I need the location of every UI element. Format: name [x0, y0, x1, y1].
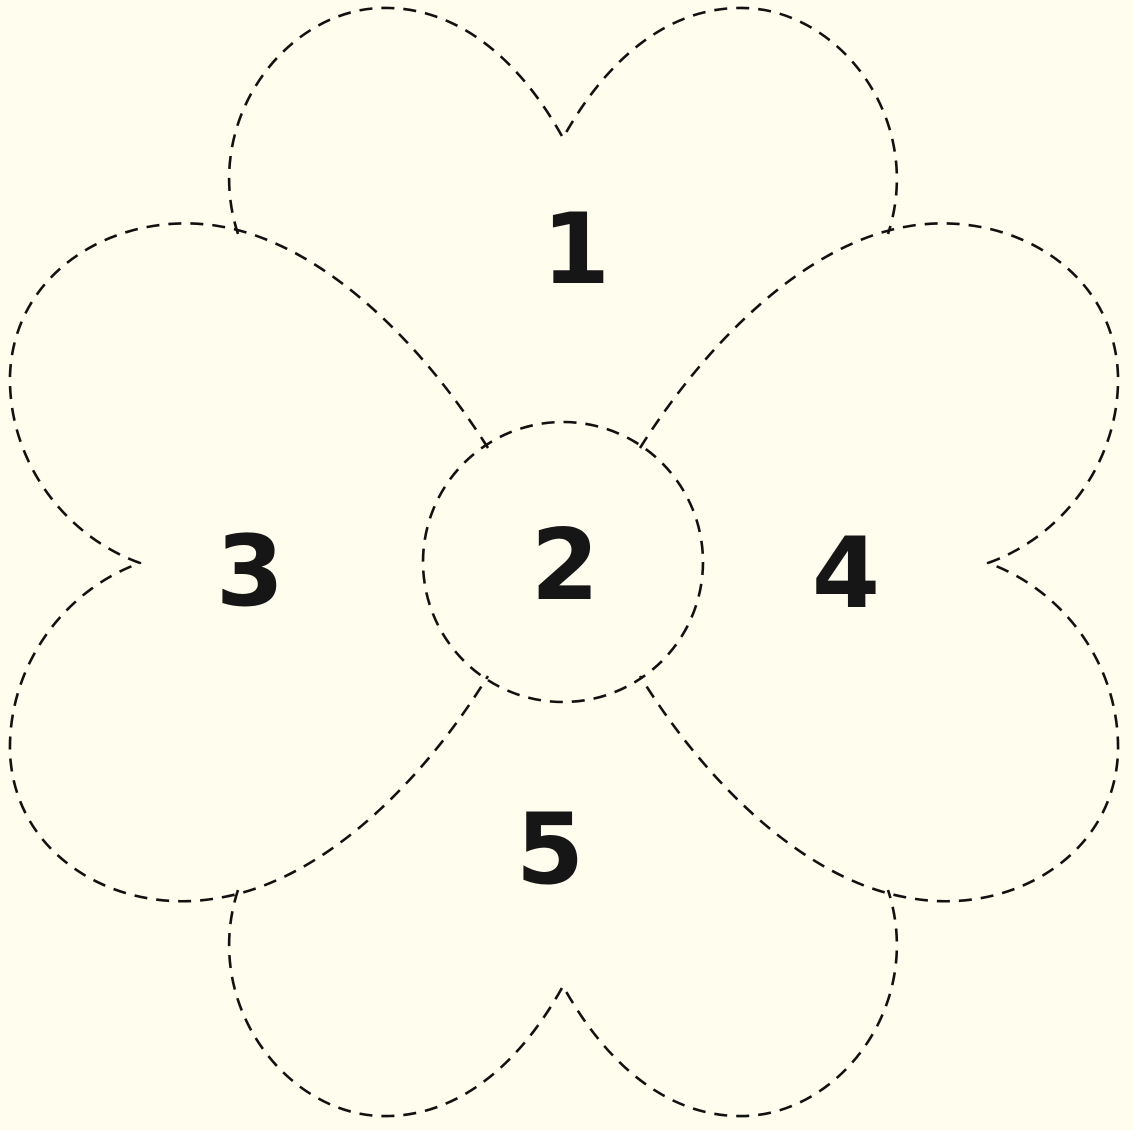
region-label-3: 3 — [216, 515, 284, 629]
region-label-4: 4 — [812, 517, 880, 631]
petal-bottom-outline — [229, 890, 897, 1116]
region-label-5: 5 — [516, 793, 584, 907]
region-label-1: 1 — [542, 193, 610, 307]
region-label-2: 2 — [531, 509, 599, 623]
